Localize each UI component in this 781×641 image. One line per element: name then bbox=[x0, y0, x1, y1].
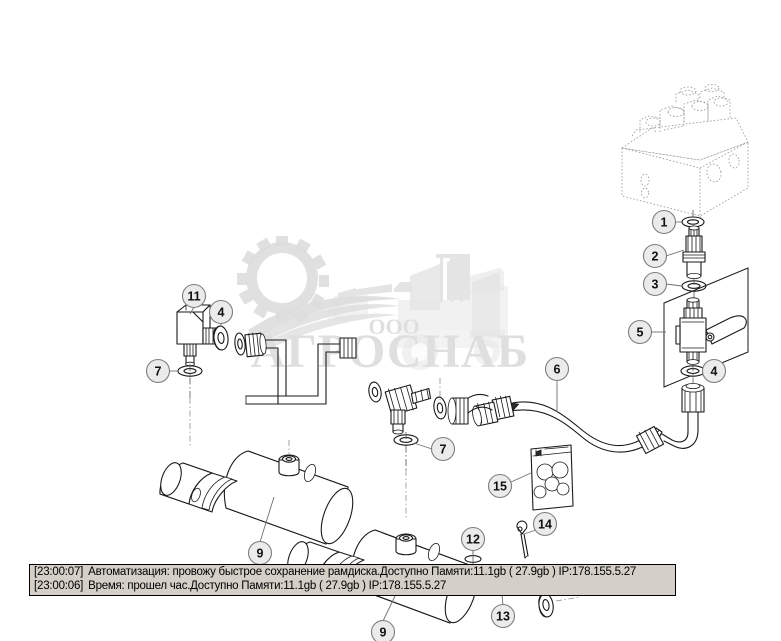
log-line: [23:00:07] Автоматизация: провожу быстро… bbox=[30, 566, 675, 580]
callout-circle[interactable] bbox=[544, 356, 570, 382]
callout-label: 9 bbox=[257, 547, 264, 561]
log-timestamp: [23:00:07] bbox=[34, 566, 84, 578]
callout-2[interactable]: 2 bbox=[642, 243, 668, 269]
callout-circle[interactable] bbox=[430, 436, 456, 462]
callout-label: 7 bbox=[155, 365, 162, 379]
callout-circle[interactable] bbox=[701, 358, 727, 384]
callout-13[interactable]: 13 bbox=[490, 603, 516, 629]
callout-circle[interactable] bbox=[642, 243, 668, 269]
part-5-valve-assembly-kit bbox=[663, 267, 749, 388]
callout-label: 14 bbox=[538, 518, 552, 532]
callout-circle[interactable] bbox=[651, 209, 677, 235]
callout-4-right[interactable]: 4 bbox=[701, 358, 727, 384]
callout-label: 15 bbox=[493, 480, 507, 494]
gear-icon bbox=[237, 236, 329, 324]
part-15-oring-kit-package bbox=[530, 444, 574, 511]
log-timestamp: [23:00:06] bbox=[34, 579, 84, 592]
callout-label: 3 bbox=[652, 278, 659, 292]
callout-circle[interactable] bbox=[490, 603, 516, 629]
callout-label: 2 bbox=[652, 250, 659, 264]
callout-14[interactable]: 14 bbox=[532, 511, 558, 537]
part-4-right-washer bbox=[680, 364, 706, 386]
watermark-company-form: ООО bbox=[368, 314, 419, 339]
callout-9-bottom[interactable]: 9 bbox=[370, 619, 396, 641]
callout-7-center[interactable]: 7 bbox=[430, 436, 456, 462]
callout-1[interactable]: 1 bbox=[651, 209, 677, 235]
callout-circle[interactable] bbox=[145, 358, 171, 384]
callout-15[interactable]: 15 bbox=[487, 473, 513, 499]
callout-label: 13 bbox=[496, 610, 510, 624]
callout-label: 4 bbox=[711, 365, 718, 379]
callout-label: 6 bbox=[554, 363, 561, 377]
part-6-hydraulic-hose bbox=[472, 395, 665, 455]
callout-3[interactable]: 3 bbox=[642, 271, 668, 297]
callout-circle[interactable] bbox=[627, 319, 653, 345]
callout-7-left[interactable]: 7 bbox=[145, 358, 171, 384]
log-line: [23:00:06] Время: прошел час.Доступно Па… bbox=[30, 580, 675, 594]
callout-circle[interactable] bbox=[532, 511, 558, 537]
callout-label: 1 bbox=[661, 216, 668, 230]
part-2-valve-cartridge bbox=[682, 225, 706, 279]
status-log-overlay: [23:00:07] Автоматизация: провожу быстро… bbox=[29, 564, 676, 596]
callout-circle[interactable] bbox=[460, 526, 486, 552]
callout-4-left[interactable]: 4 bbox=[208, 299, 234, 325]
callout-label: 12 bbox=[466, 533, 480, 547]
callout-5[interactable]: 5 bbox=[627, 319, 653, 345]
callout-11[interactable]: 11 bbox=[181, 283, 207, 309]
watermark-company-name: АГРОСНАБ bbox=[251, 325, 530, 378]
part-14-cotter-pin bbox=[516, 520, 529, 559]
part-4-left-washer bbox=[213, 325, 229, 351]
part-9a-hydraulic-cylinder bbox=[159, 440, 354, 545]
callout-label: 11 bbox=[187, 290, 200, 304]
valve-block-reference bbox=[621, 83, 749, 224]
part-7-center-oring bbox=[393, 432, 419, 520]
callout-label: 4 bbox=[218, 306, 225, 320]
callout-circle[interactable] bbox=[370, 619, 396, 641]
callout-circle[interactable] bbox=[487, 473, 513, 499]
callout-label: 9 bbox=[380, 626, 387, 640]
callout-label: 5 bbox=[637, 326, 644, 340]
callout-12[interactable]: 12 bbox=[460, 526, 486, 552]
log-message: Время: прошел час.Доступно Памяти:11.1gb… bbox=[88, 579, 447, 592]
callout-6[interactable]: 6 bbox=[544, 356, 570, 382]
log-message: Автоматизация: провожу быстрое сохранени… bbox=[88, 566, 636, 578]
callout-circle[interactable] bbox=[208, 299, 234, 325]
left-rigid-pipe bbox=[234, 332, 357, 405]
part-7-left-oring bbox=[177, 364, 203, 448]
callout-circle[interactable] bbox=[181, 283, 207, 309]
center-elbow-and-tee bbox=[368, 378, 493, 435]
callout-label: 7 bbox=[440, 443, 447, 457]
swoosh-ribbon bbox=[248, 296, 400, 356]
callout-9-left[interactable]: 9 bbox=[247, 540, 273, 566]
callout-circle[interactable] bbox=[642, 271, 668, 297]
